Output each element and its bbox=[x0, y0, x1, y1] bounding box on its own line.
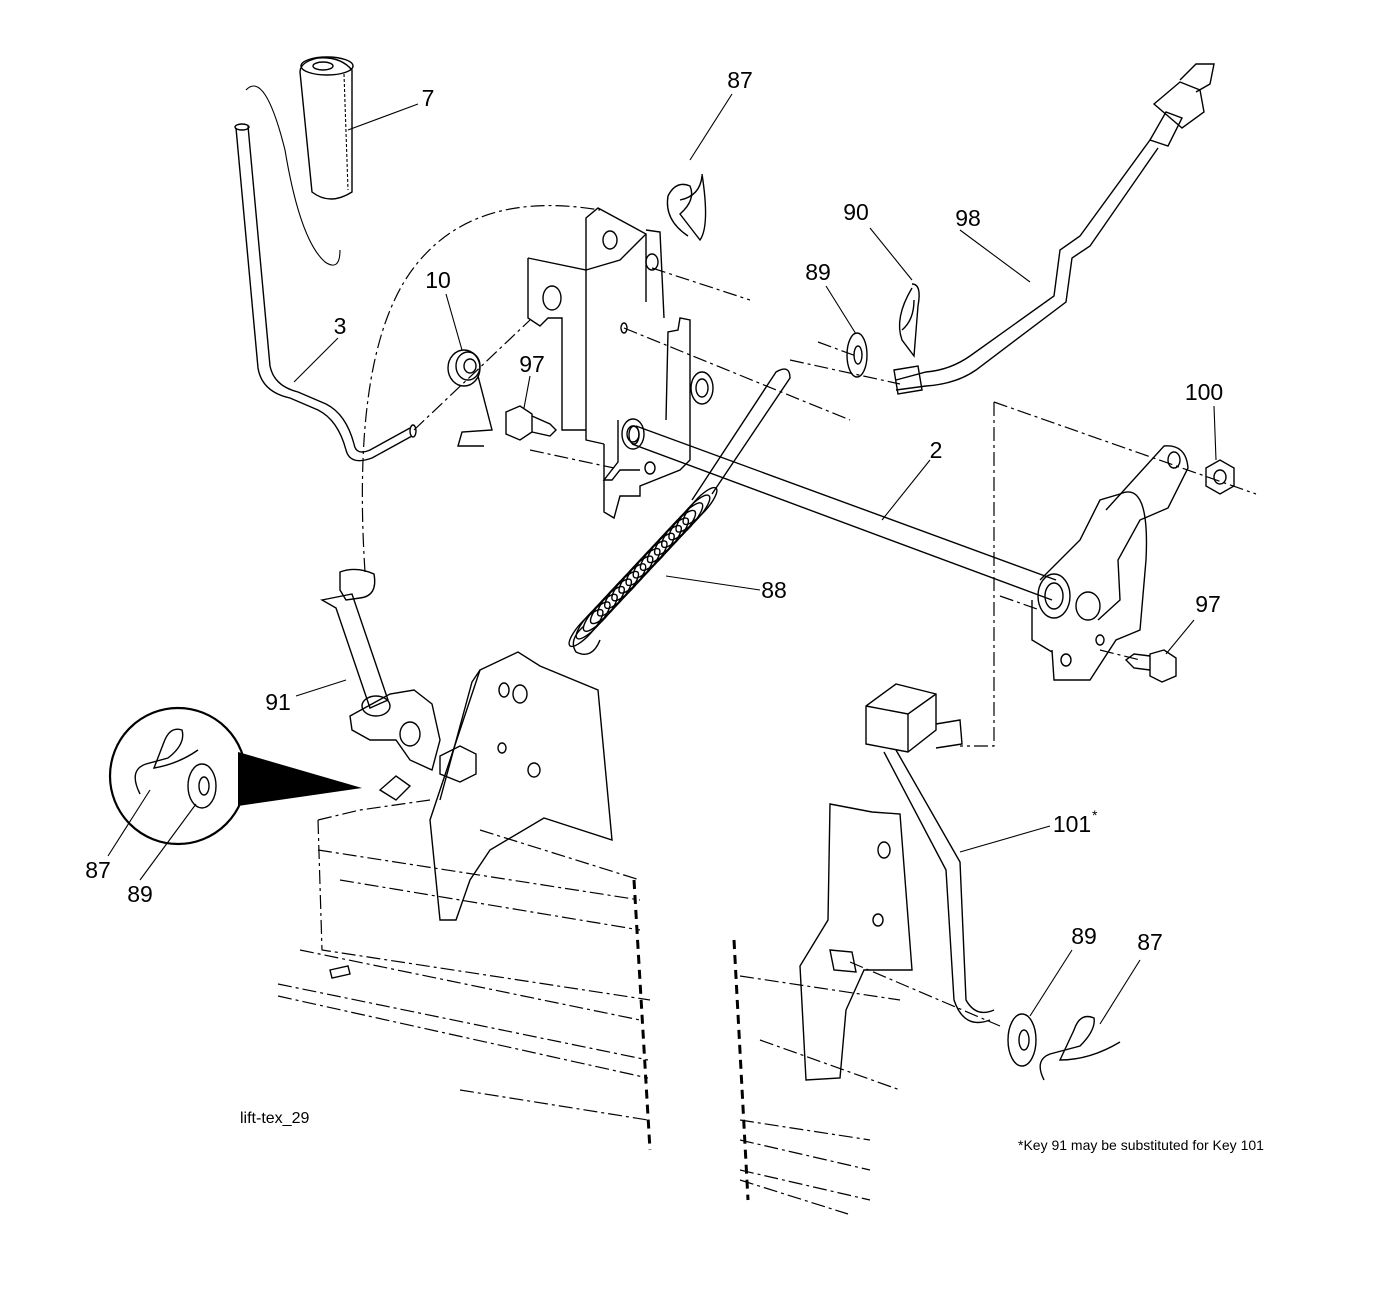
label-100: 100 bbox=[1185, 379, 1223, 405]
lift-handle-part-3 bbox=[234, 85, 417, 462]
label-87-inset: 87 bbox=[85, 857, 111, 883]
lift-shaft-part-2 bbox=[628, 425, 1057, 601]
label-91: 91 bbox=[265, 689, 291, 715]
label-101-asterisk: * bbox=[1092, 807, 1098, 823]
link-part-91 bbox=[320, 568, 477, 801]
alignment-lines bbox=[361, 205, 1257, 1027]
rod-part-101 bbox=[865, 683, 995, 1024]
washer-part-89-bottom bbox=[1007, 1013, 1037, 1067]
label-89-inset: 89 bbox=[127, 881, 153, 907]
mower-deck-outline bbox=[277, 799, 901, 1215]
label-88: 88 bbox=[761, 577, 787, 603]
label-89-bottom: 89 bbox=[1071, 923, 1097, 949]
detail-inset-circle bbox=[108, 706, 362, 846]
label-98: 98 bbox=[955, 205, 981, 231]
mounting-bracket bbox=[527, 207, 714, 520]
washer-part-89-top bbox=[846, 332, 868, 378]
deck-bracket-left bbox=[429, 651, 613, 921]
link-rod-part-98 bbox=[893, 63, 1215, 395]
bolt-part-97-right bbox=[1124, 649, 1177, 683]
leader-lines bbox=[107, 93, 1217, 1025]
figure-id: lift-tex_29 bbox=[240, 1110, 309, 1127]
label-89-top: 89 bbox=[805, 259, 831, 285]
label-90: 90 bbox=[843, 199, 869, 225]
nut-part-100 bbox=[1205, 459, 1235, 495]
torsion-spring-part-10 bbox=[447, 349, 493, 447]
label-101: 101 bbox=[1053, 811, 1091, 837]
label-97-left: 97 bbox=[519, 351, 545, 377]
clip-part-90 bbox=[898, 283, 920, 358]
hairpin-clip-part-87-top bbox=[666, 173, 707, 242]
part-labels: 7 87 90 98 89 10 3 97 100 2 88 97 91 101… bbox=[85, 67, 1223, 955]
label-7: 7 bbox=[422, 85, 435, 111]
label-87-bottom: 87 bbox=[1137, 929, 1163, 955]
deck-bracket-right bbox=[799, 803, 913, 1081]
footnote: *Key 91 may be substituted for Key 101 bbox=[1018, 1137, 1264, 1153]
bolt-part-97-left bbox=[505, 405, 557, 441]
lift-arm bbox=[1031, 445, 1189, 681]
label-87-top: 87 bbox=[727, 67, 753, 93]
label-10: 10 bbox=[425, 267, 451, 293]
label-2: 2 bbox=[930, 437, 943, 463]
hairpin-clip-part-87-bottom bbox=[1039, 1015, 1121, 1081]
label-97-right: 97 bbox=[1195, 591, 1221, 617]
handle-grip-part-7 bbox=[299, 56, 354, 200]
label-3: 3 bbox=[334, 313, 347, 339]
extension-spring-part-88 bbox=[568, 368, 791, 655]
